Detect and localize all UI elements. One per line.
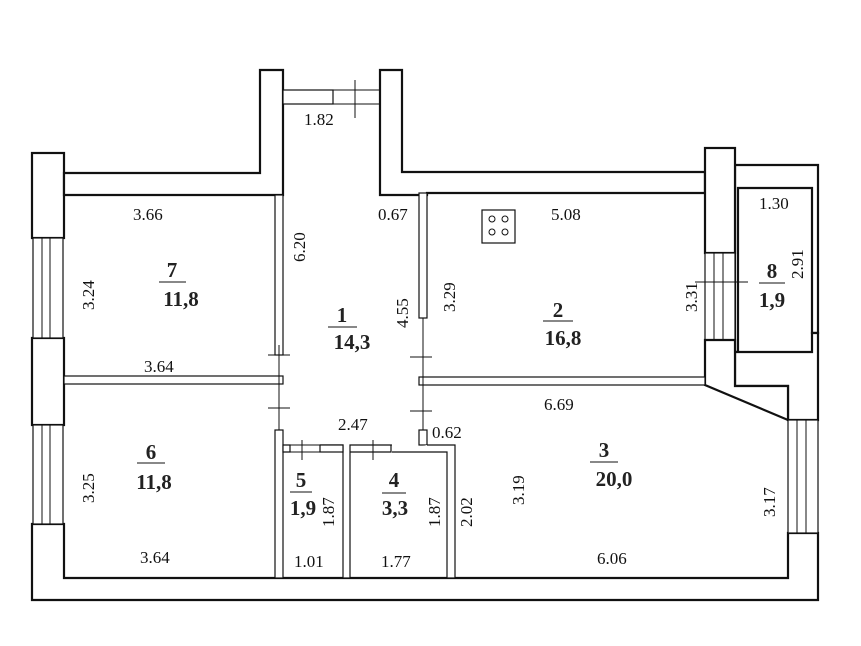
dim-room3-bottom: 6.06 <box>597 549 627 568</box>
room-area: 20,0 <box>596 467 633 491</box>
room-number: 8 <box>767 259 778 283</box>
dim-room3-jog: 2.02 <box>457 497 476 527</box>
room-number: 2 <box>553 298 564 322</box>
interior-wall <box>274 429 284 579</box>
dim-room6-bottom: 3.64 <box>140 548 170 567</box>
room-area: 1,9 <box>290 496 316 520</box>
exterior-wall-top-left <box>62 68 285 197</box>
room-number: 6 <box>146 440 157 464</box>
interior-wall <box>418 192 428 319</box>
interior-wall <box>274 194 284 356</box>
room-label-1: 1 14,3 <box>328 303 370 354</box>
room-number: 1 <box>337 303 348 327</box>
stove-icon <box>481 209 516 244</box>
dim-room2-top: 5.08 <box>551 205 581 224</box>
room-label-2: 2 16,8 <box>543 298 581 350</box>
dim-room5-bottom: 1.01 <box>294 552 324 571</box>
wall-pier <box>703 146 737 255</box>
room-label-3: 3 20,0 <box>590 438 632 491</box>
window-room3 <box>787 419 819 534</box>
dim-room3-top: 6.69 <box>544 395 574 414</box>
dim-room8-top: 1.30 <box>759 194 789 213</box>
interior-wall <box>418 429 428 446</box>
room-number: 7 <box>167 258 178 282</box>
door-marks <box>268 318 432 460</box>
dim-room2-right: 3.31 <box>682 282 701 312</box>
entry-door[interactable] <box>282 80 380 118</box>
room-number: 3 <box>599 438 610 462</box>
room-label-6: 6 11,8 <box>136 440 172 494</box>
dim-room7-bottom: 3.64 <box>144 357 174 376</box>
dim-room7-left: 3.24 <box>79 280 98 310</box>
room-label-4: 4 3,3 <box>382 468 408 520</box>
dim-room2-left: 3.29 <box>440 282 459 312</box>
dim-corridor-jog: 0.62 <box>432 423 462 442</box>
dim-corridor-left: 6.20 <box>290 232 309 262</box>
interior-wall <box>63 375 284 385</box>
dimensions: 1.82 3.66 3.64 0.67 2.47 0.62 5.08 1.30 … <box>79 110 807 571</box>
room-area: 14,3 <box>334 330 371 354</box>
room-label-5: 5 1,9 <box>290 468 316 520</box>
room-area: 11,8 <box>136 470 172 494</box>
room-number: 4 <box>389 468 400 492</box>
exterior-wall-top-right <box>378 68 707 197</box>
dim-corridor-top-right: 0.67 <box>378 205 408 224</box>
dim-room3-left: 3.19 <box>509 475 528 505</box>
room-number: 5 <box>296 468 307 492</box>
dim-room4-bottom: 1.77 <box>381 552 411 571</box>
room-label-8: 8 1,9 <box>759 259 785 312</box>
dim-entry-width: 1.82 <box>304 110 334 129</box>
room-label-7: 7 11,8 <box>159 258 199 311</box>
room-area: 16,8 <box>545 326 582 350</box>
wall-pier <box>30 336 66 427</box>
dim-room5-right: 1.87 <box>319 497 338 527</box>
dim-room6-left: 3.25 <box>79 473 98 503</box>
dim-corridor-bottom: 2.47 <box>338 415 368 434</box>
balcony-door[interactable] <box>695 252 748 341</box>
window-room6 <box>32 424 64 525</box>
room-area: 3,3 <box>382 496 408 520</box>
wall-pier <box>30 151 66 240</box>
window-room7 <box>32 237 64 339</box>
interior-wall <box>319 444 344 453</box>
dim-room7-top: 3.66 <box>133 205 163 224</box>
dim-room3-right: 3.17 <box>760 487 779 517</box>
room-area: 11,8 <box>163 287 199 311</box>
interior-wall <box>418 376 706 386</box>
dim-corridor-right: 4.55 <box>393 298 412 328</box>
room-area: 1,9 <box>759 288 785 312</box>
dim-room4-right: 1.87 <box>425 497 444 527</box>
dim-room8-right: 2.91 <box>788 249 807 279</box>
